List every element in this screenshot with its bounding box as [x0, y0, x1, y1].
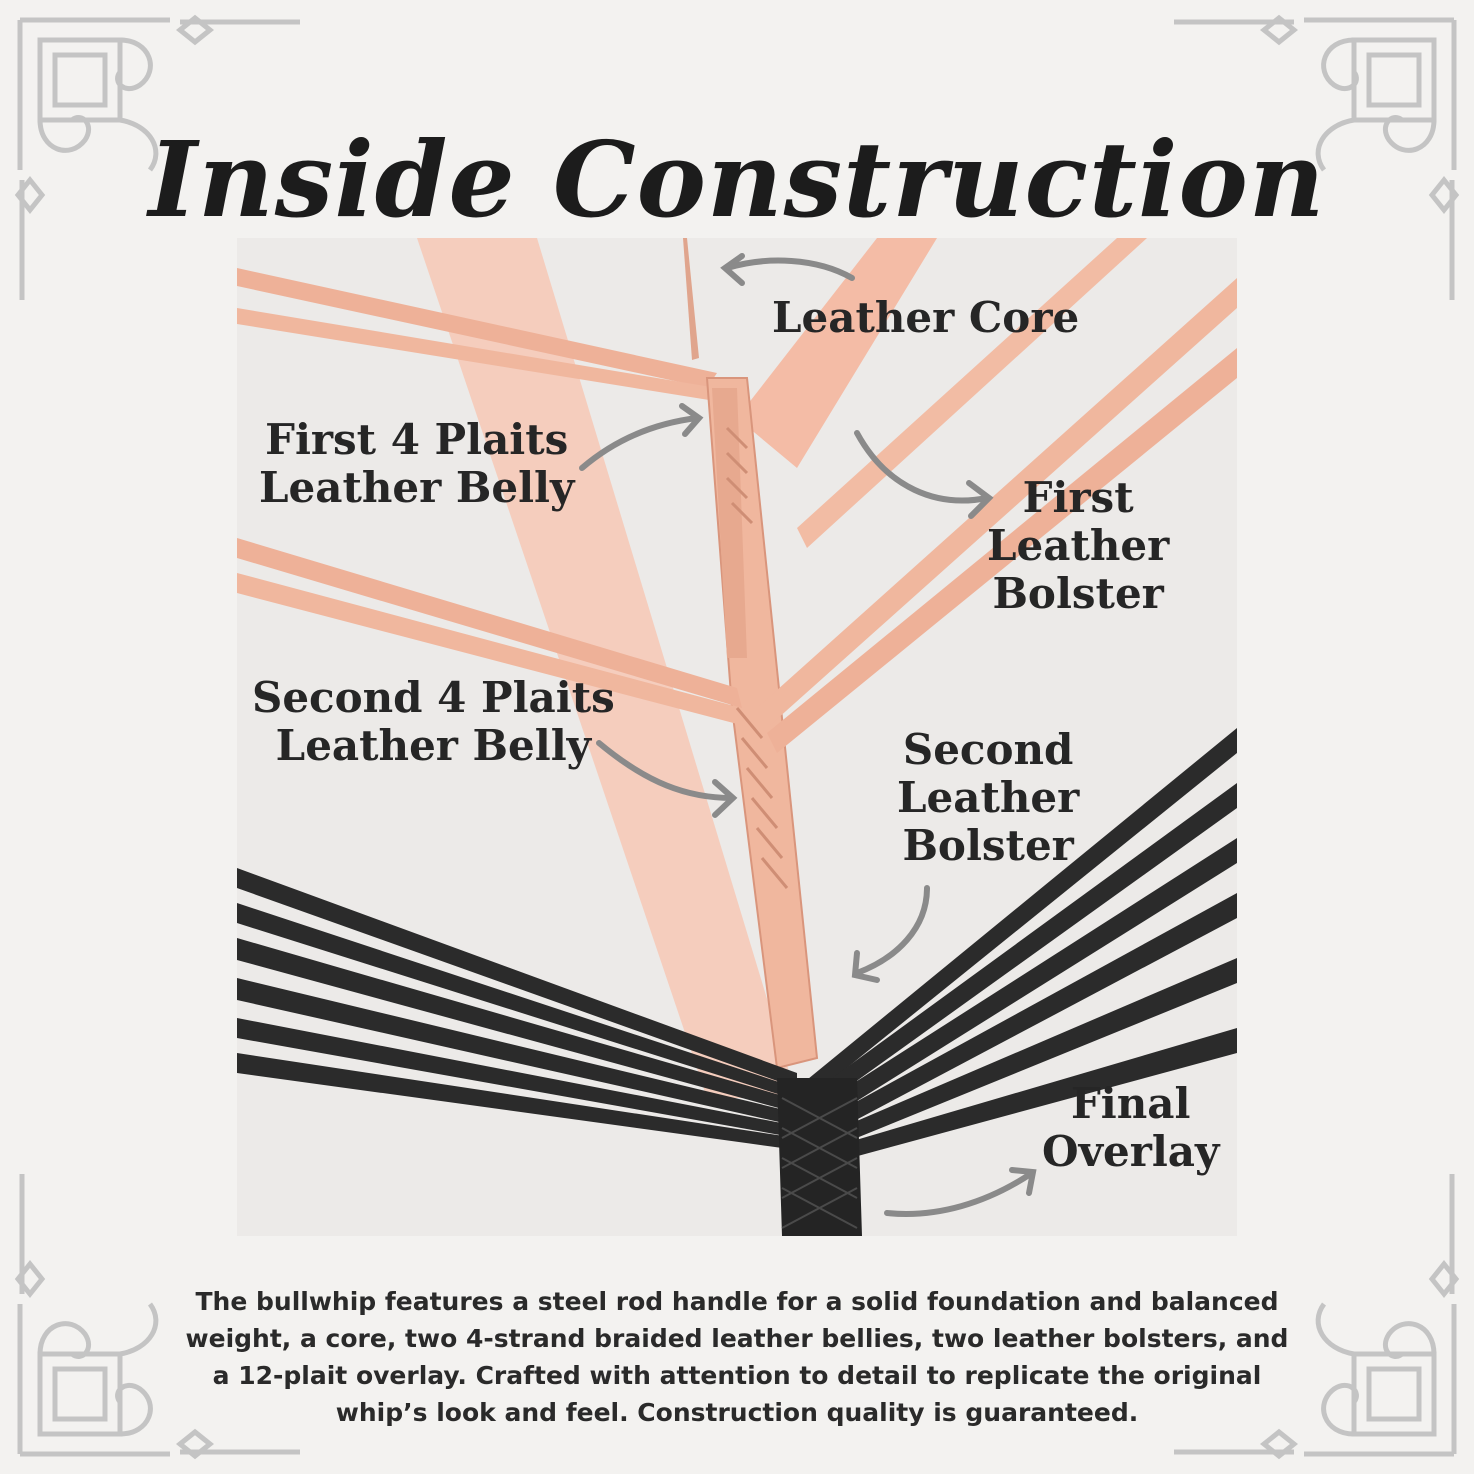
label-second-belly: Second 4 Plaits Leather Belly [252, 673, 615, 770]
label-final-overlay: Final Overlay [1042, 1079, 1220, 1176]
arrow-leather-core [724, 257, 855, 281]
arrow-first-belly [579, 415, 700, 471]
label-first-belly: First 4 Plaits Leather Belly [259, 415, 575, 512]
label-leather-core: Leather Core [772, 293, 1080, 342]
label-first-bolster: First Leather Bolster [987, 473, 1170, 618]
arrow-first-bolster [854, 430, 990, 504]
arrow-final-overlay [884, 1170, 1035, 1217]
arrow-second-bolster [854, 885, 930, 976]
page-title: Inside Construction [148, 118, 1326, 241]
description-text: The bullwhip features a steel rod handle… [185, 1287, 1289, 1427]
whip-illustration [237, 238, 1237, 1236]
construction-photo: Leather Core First 4 Plaits Leather Bell… [237, 238, 1237, 1236]
label-second-bolster: Second Leather Bolster [897, 725, 1080, 870]
arrow-second-belly [596, 740, 735, 801]
